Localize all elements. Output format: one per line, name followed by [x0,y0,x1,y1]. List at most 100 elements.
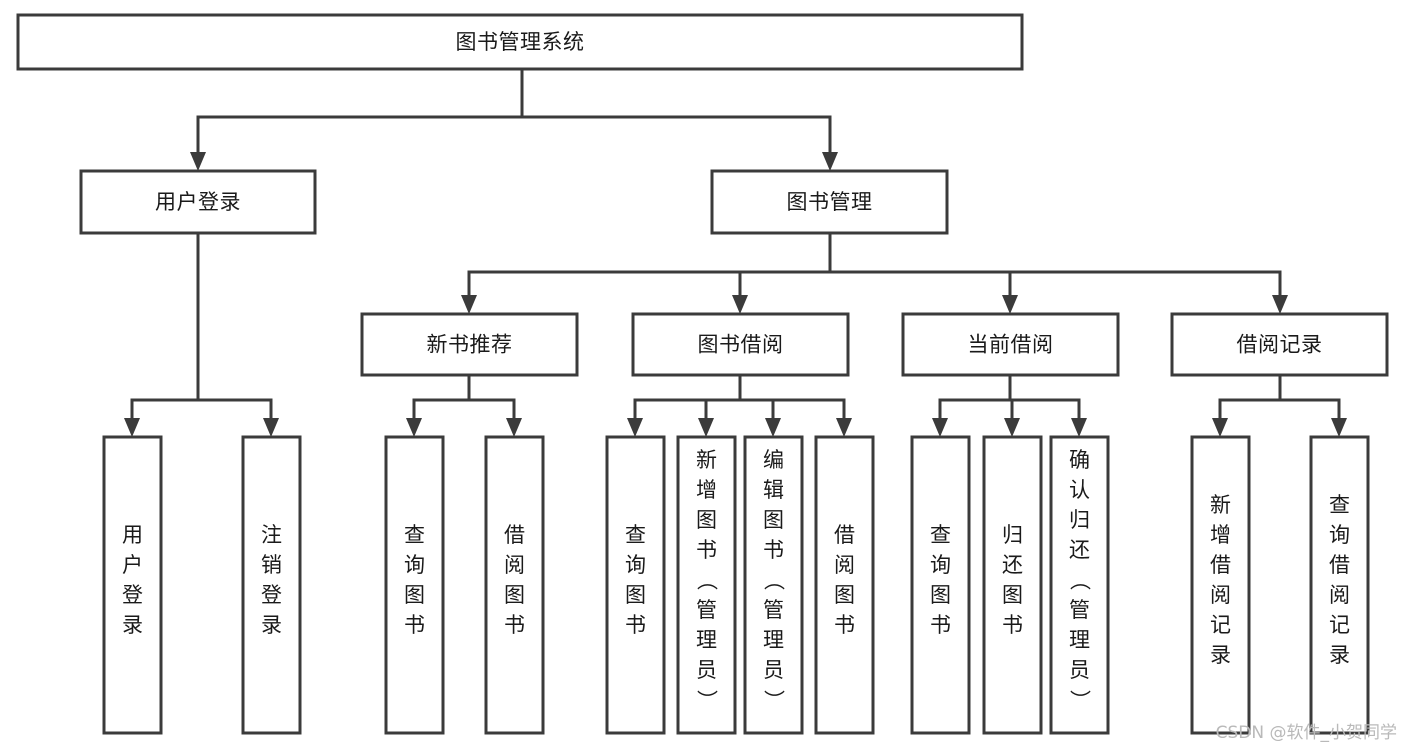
label-char: 询 [625,553,646,577]
node-box-leaf-query-book-recommend[interactable] [384,435,445,735]
node-box-leaf-query-borrow-record[interactable] [1309,435,1370,735]
node-box-borrow-record[interactable] [1170,312,1389,377]
connector-layer [124,67,1347,437]
level3-branch-3-arrowhead [1272,295,1288,314]
node-box-leaf-user-login[interactable] [102,435,163,735]
label-char: 书 [504,613,525,637]
label-char: 借 [834,523,855,547]
node-box-leaf-query-book-current[interactable] [910,435,971,735]
label-char: 图 [696,508,717,532]
label-char: 书 [404,613,425,637]
node-box-book-borrow[interactable] [631,312,850,377]
node-box-leaf-return-book[interactable] [982,435,1043,735]
label-char: 理 [763,628,784,652]
leaf-branch-book-borrow-1-arrowhead [698,418,714,437]
node-new-book-recommend[interactable]: 新书推荐 [360,312,579,377]
node-user-login[interactable]: 用户登录 [79,169,317,235]
label-char: 借 [504,523,525,547]
label-char: 增 [1210,523,1231,547]
node-box-leaf-add-book[interactable] [676,435,737,735]
node-label-book-management: 图书管理 [787,190,873,214]
label-char: 登 [261,583,282,607]
label-char: 书 [696,538,717,562]
label-char: 员 [1069,658,1090,682]
label-char: 理 [1069,628,1090,652]
node-box-root[interactable] [16,13,1024,71]
node-box-user-login[interactable] [79,169,317,235]
node-box-leaf-query-book-borrow[interactable] [605,435,666,735]
label-char: 询 [1329,523,1350,547]
label-char: 阅 [1210,583,1231,607]
label-char: 员 [763,658,784,682]
leaf-branch-borrow-record-1-arrowhead [1331,418,1347,437]
node-current-borrow[interactable]: 当前借阅 [901,312,1120,377]
node-label-new-book-recommend: 新书推荐 [427,333,513,357]
label-char: 图 [404,583,425,607]
node-box-leaf-borrow-book[interactable] [814,435,875,735]
label-char: 确 [1069,448,1090,472]
label-char: 记 [1210,613,1231,637]
node-book-management[interactable]: 图书管理 [710,169,949,235]
label-char: 询 [404,553,425,577]
label-char: 增 [696,478,717,502]
label-char: （ [1068,570,1092,591]
node-leaf-user-login[interactable]: 用户登录 [102,435,163,735]
label-char: 辑 [763,478,784,502]
label-char: 新 [696,448,717,472]
label-char: （ [762,570,786,591]
leaf-branch-book-borrow-2-arrowhead [765,418,781,437]
node-label-borrow-record: 借阅记录 [1237,333,1323,357]
node-label-current-borrow: 当前借阅 [968,333,1054,357]
node-box-leaf-borrow-book-recommend[interactable] [484,435,545,735]
level2-branch-1-arrowhead [822,152,838,171]
label-char: 图 [1002,583,1023,607]
node-box-new-book-recommend[interactable] [360,312,579,377]
node-box-leaf-add-borrow-record[interactable] [1190,435,1251,735]
label-char: 编 [763,448,784,472]
label-char: 录 [122,613,143,637]
label-char: 员 [696,658,717,682]
node-borrow-record[interactable]: 借阅记录 [1170,312,1389,377]
node-box-leaf-confirm-return[interactable] [1049,435,1110,735]
label-char: （ [695,570,719,591]
node-box-leaf-logout[interactable] [241,435,302,735]
label-char: 录 [1329,643,1350,667]
label-char: 图 [930,583,951,607]
level3-branch-1-arrowhead [732,295,748,314]
label-char: 登 [122,583,143,607]
label-char: 还 [1002,553,1023,577]
label-char: 借 [1329,553,1350,577]
node-box-book-management[interactable] [710,169,949,235]
label-char: 图 [834,583,855,607]
node-box-leaf-edit-book[interactable] [743,435,804,735]
label-char: 归 [1002,523,1023,547]
node-root[interactable]: 图书管理系统 [16,13,1024,71]
node-layer: 图书管理系统用户登录图书管理新书推荐图书借阅当前借阅借阅记录用户登录注销登录查询… [16,13,1389,735]
csdn-watermark: CSDN @软件_小贺同学 [1215,723,1397,743]
label-char: 用 [122,523,143,547]
leaf-branch-current-borrow-2-arrowhead [1071,418,1087,437]
node-box-current-borrow[interactable] [901,312,1120,377]
label-char: 还 [1069,538,1090,562]
node-book-borrow[interactable]: 图书借阅 [631,312,850,377]
